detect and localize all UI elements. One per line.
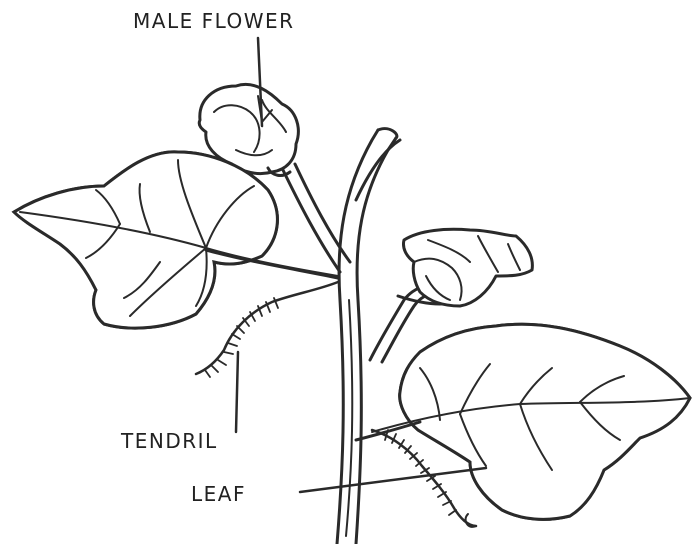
tendril-label: TENDRIL [121, 429, 218, 453]
lower-right-leaf [356, 324, 690, 519]
right-flower [403, 229, 532, 306]
male-flower-label: MALE FLOWER [133, 9, 295, 33]
left-tendril [196, 282, 338, 377]
leaf-label: LEAF [191, 482, 246, 506]
upper-left-leaf [14, 152, 338, 328]
